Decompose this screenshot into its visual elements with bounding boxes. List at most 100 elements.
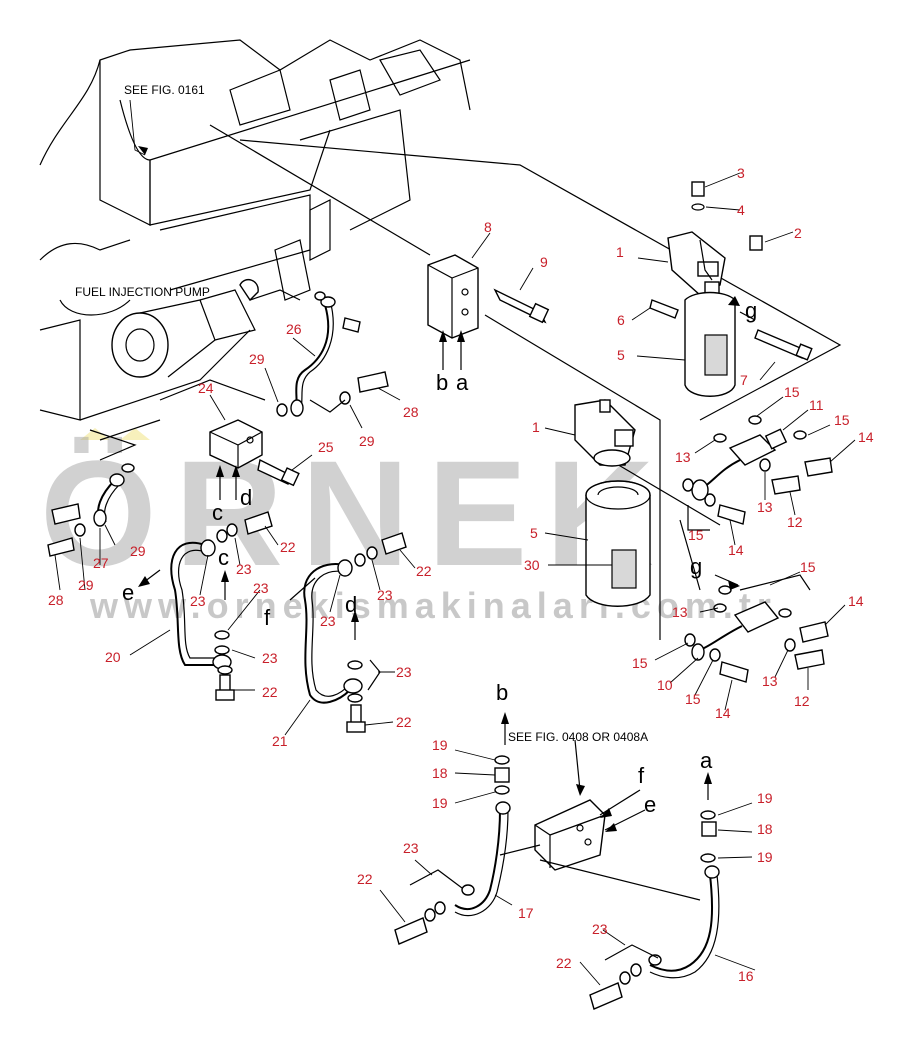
part-number-28: 28 — [403, 404, 419, 420]
part-number-3: 3 — [737, 165, 745, 181]
part-number-7: 7 — [740, 372, 748, 388]
part-number-19: 19 — [757, 849, 773, 865]
part-number-23: 23 — [236, 561, 252, 577]
pipe-17 — [454, 801, 511, 917]
part-number-13: 13 — [675, 449, 691, 465]
flow-letter-g: g — [745, 298, 757, 323]
part-number-23: 23 — [396, 664, 412, 680]
part-number-30: 30 — [524, 557, 540, 573]
hose-26 — [290, 296, 336, 417]
ref-see-fig-0408: SEE FIG. 0408 OR 0408A — [508, 730, 648, 744]
part-number-5: 5 — [530, 525, 538, 541]
flow-letter-c: c — [218, 545, 229, 570]
part-number-8: 8 — [484, 219, 492, 235]
part-number-22: 22 — [416, 563, 432, 579]
part-number-13: 13 — [762, 673, 778, 689]
ref-see-fig-0161: SEE FIG. 0161 — [124, 83, 205, 97]
part-number-16: 16 — [738, 968, 754, 984]
part-number-22: 22 — [262, 684, 278, 700]
part-number-10: 10 — [657, 677, 673, 693]
flow-letter-e: e — [122, 580, 134, 605]
part-number-15: 15 — [784, 384, 800, 400]
flow-letter-b: b — [436, 370, 448, 395]
part-number-24: 24 — [198, 380, 214, 396]
part-number-22: 22 — [280, 539, 296, 555]
part-number-14: 14 — [715, 705, 731, 721]
part-number-11: 11 — [809, 397, 824, 413]
part-number-23: 23 — [262, 650, 278, 666]
part-number-27: 27 — [93, 555, 109, 571]
part-number-13: 13 — [757, 499, 773, 515]
part-number-22: 22 — [396, 714, 412, 730]
filter-element-upper — [684, 291, 736, 397]
flow-letter-d: d — [240, 485, 252, 510]
part-number-18: 18 — [757, 821, 773, 837]
part-number-22: 22 — [556, 955, 572, 971]
flow-letter-a: a — [700, 748, 713, 773]
bolt-9 — [493, 288, 550, 324]
part-number-19: 19 — [432, 795, 448, 811]
part-number-18: 18 — [432, 765, 448, 781]
filter-head-upper — [667, 181, 763, 299]
bolt-6 — [649, 299, 679, 319]
part-number-14: 14 — [848, 593, 864, 609]
flow-letter-b: b — [496, 680, 508, 705]
part-number-23: 23 — [377, 587, 393, 603]
flow-letter-f: f — [638, 763, 645, 788]
part-number-14: 14 — [728, 542, 744, 558]
part-number-26: 26 — [286, 321, 302, 337]
part-number-1: 1 — [616, 244, 624, 260]
filter-element-lower — [585, 480, 651, 607]
flow-letter-f: f — [264, 605, 271, 630]
mounting-block — [534, 799, 606, 871]
part-number-15: 15 — [685, 691, 701, 707]
fuel-injection-pump — [111, 278, 259, 378]
part-number-28: 28 — [48, 592, 64, 608]
flow-letter-d: d — [345, 592, 357, 617]
part-number-13: 13 — [672, 604, 688, 620]
part-number-15: 15 — [688, 527, 704, 543]
filter-head-lower — [574, 399, 636, 467]
part-number-1: 1 — [532, 419, 540, 435]
part-number-15: 15 — [800, 559, 816, 575]
part-number-29: 29 — [359, 433, 375, 449]
part-number-14: 14 — [858, 429, 874, 445]
part-number-29: 29 — [249, 351, 265, 367]
bolt-7 — [754, 329, 813, 361]
part-number-17: 17 — [518, 905, 534, 921]
ref-fuel-injection-pump: FUEL INJECTION PUMP — [75, 285, 210, 299]
pipe-21 — [303, 559, 363, 704]
bolt-25 — [257, 458, 300, 487]
watermark-brand: ÖRNEK — [40, 429, 672, 597]
part-number-19: 19 — [757, 790, 773, 806]
part-number-4: 4 — [737, 202, 745, 218]
part-number-6: 6 — [617, 312, 625, 328]
part-number-29: 29 — [78, 577, 94, 593]
part-number-23: 23 — [592, 921, 608, 937]
flow-letter-a: a — [456, 370, 469, 395]
part-number-23: 23 — [253, 580, 269, 596]
part-number-25: 25 — [318, 439, 334, 455]
part-number-15: 15 — [834, 412, 850, 428]
part-number-23: 23 — [403, 840, 419, 856]
part-number-23: 23 — [320, 613, 336, 629]
part-number-29: 29 — [130, 543, 146, 559]
pipe-16 — [649, 865, 720, 979]
hose-27 — [93, 473, 125, 527]
part-number-9: 9 — [540, 254, 548, 270]
flow-letter-c: c — [212, 500, 223, 525]
watermark-logo-mark — [80, 428, 110, 440]
flow-letter-g: g — [690, 554, 702, 579]
part-number-23: 23 — [190, 593, 206, 609]
part-number-19: 19 — [432, 737, 448, 753]
part-number-20: 20 — [105, 649, 121, 665]
watermark-logo-mark — [120, 428, 150, 440]
part-number-22: 22 — [357, 871, 373, 887]
part-number-5: 5 — [617, 347, 625, 363]
watermark-url: www.ornekismakinalari.com.tr — [89, 585, 777, 626]
part-number-12: 12 — [787, 514, 803, 530]
junction-block-8 — [427, 254, 479, 339]
part-number-15: 15 — [632, 655, 648, 671]
watermark: ÖRNEK www.ornekismakinalari.com.tr — [40, 428, 777, 626]
